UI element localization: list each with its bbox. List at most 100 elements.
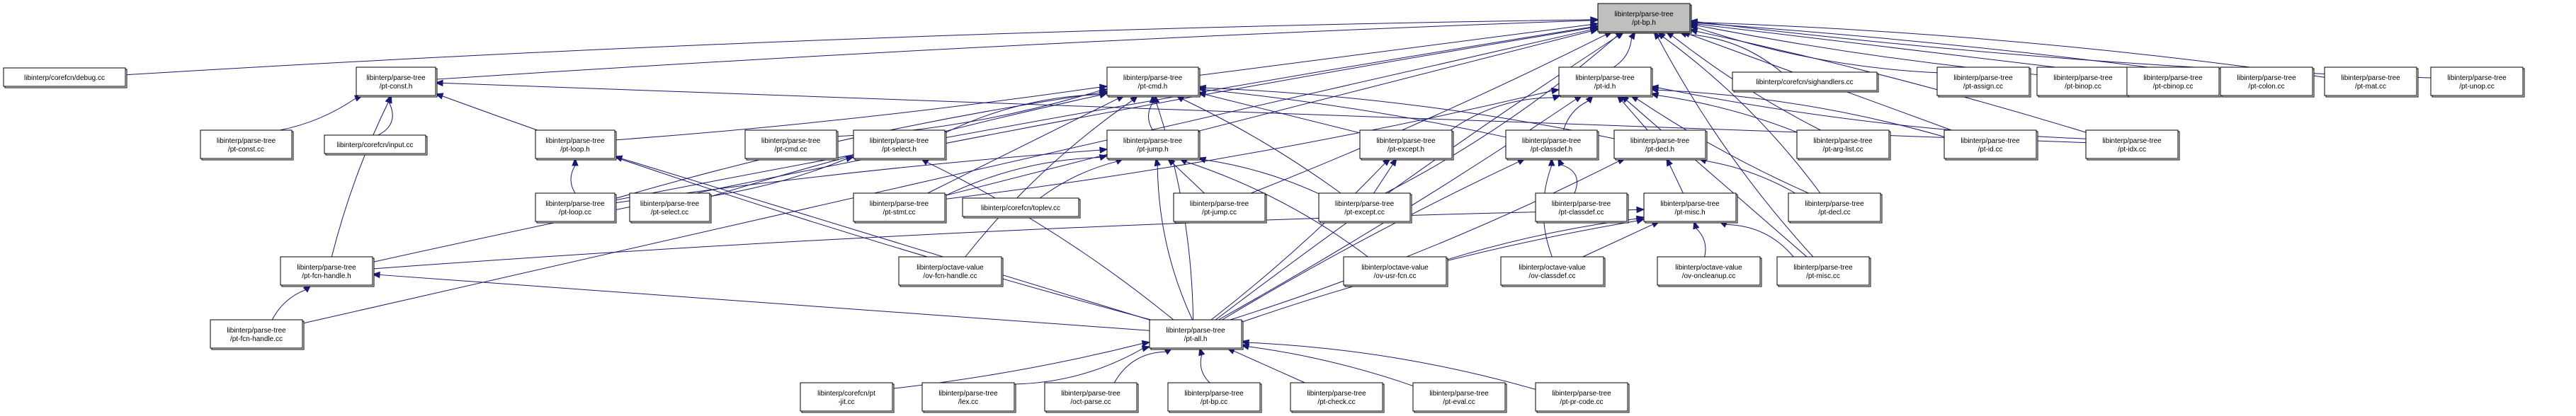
include-edge	[1718, 221, 1794, 258]
file-node-pt-cmd-cc[interactable]: libinterp/parse-tree/pt-cmd.cc	[744, 129, 839, 161]
file-node-pt-id-h[interactable]: libinterp/parse-tree/pt-id.h	[1558, 67, 1653, 98]
arrowhead-icon	[1099, 146, 1108, 154]
root-node-pt-bp-h[interactable]: libinterp/parse-tree/pt-bp.h	[1597, 3, 1692, 34]
edge-line	[1725, 224, 1794, 258]
node-label: /lex.cc	[958, 398, 978, 406]
node-label: /pt-all.h	[1184, 335, 1208, 343]
node-label: /pt-binop.cc	[2065, 83, 2101, 91]
file-node-pt-idx-cc[interactable]: libinterp/parse-tree/pt-idx.cc	[2085, 129, 2180, 161]
file-node-toplev-cc[interactable]: libinterp/corefcn/toplev.cc	[962, 197, 1081, 219]
file-node-lex-cc[interactable]: libinterp/parse-tree/lex.cc	[921, 382, 1016, 413]
file-node-pt-fcn-handle-cc[interactable]: libinterp/parse-tree/pt-fcn-handle.cc	[210, 319, 305, 350]
file-node-oct-parse-cc[interactable]: libinterp/parse-tree/oct-parse.cc	[1044, 382, 1139, 413]
file-node-pt-jump-cc[interactable]: libinterp/parse-tree/pt-jump.cc	[1173, 192, 1267, 224]
file-node-pt-cbinop-cc[interactable]: libinterp/parse-tree/pt-cbinop.cc	[2126, 67, 2221, 98]
node-box	[535, 192, 615, 222]
file-node-pt-misc-cc[interactable]: libinterp/parse-tree/pt-misc.cc	[1776, 256, 1871, 287]
node-label: libinterp/parse-tree	[217, 137, 276, 145]
node-label: /pt-bp.h	[1632, 19, 1656, 27]
node-label: /pt-colon.cc	[2248, 83, 2284, 91]
edge-line	[621, 158, 1150, 320]
file-node-pt-mat-cc[interactable]: libinterp/parse-tree/pt-mat.cc	[2324, 67, 2419, 98]
file-node-pt-all-h[interactable]: libinterp/parse-tree/pt-all.h	[1149, 319, 1244, 350]
file-node-pt-except-h[interactable]: libinterp/parse-tree/pt-except.h	[1359, 129, 1454, 161]
file-node-pt-loop-cc[interactable]: libinterp/parse-tree/pt-loop.cc	[535, 192, 617, 224]
node-label: libinterp/parse-tree	[640, 200, 700, 208]
arrowhead-icon	[1099, 91, 1108, 99]
node-box	[1535, 192, 1628, 222]
edge-line	[1696, 30, 2087, 133]
node-label: /pt-mat.cc	[2355, 83, 2386, 91]
file-node-pt-binop-cc[interactable]: libinterp/parse-tree/pt-binop.cc	[2036, 67, 2131, 98]
node-box	[1535, 382, 1628, 412]
file-node-pt-fcn-handle-h[interactable]: libinterp/parse-tree/pt-fcn-handle.h	[280, 256, 375, 287]
include-edge	[1154, 157, 1193, 320]
file-node-pt-decl-h[interactable]: libinterp/parse-tree/pt-decl.h	[1613, 129, 1708, 161]
node-label: /pt-eval.cc	[1443, 398, 1475, 406]
edge-line	[1186, 161, 1368, 258]
file-node-pt-classdef-h[interactable]: libinterp/parse-tree/pt-classdef.h	[1505, 129, 1599, 161]
include-edge	[1240, 343, 1414, 386]
file-node-pt-id-cc[interactable]: libinterp/parse-tree/pt-id.cc	[1944, 129, 2038, 161]
include-edge	[279, 95, 363, 131]
node-box	[1149, 319, 1242, 349]
arrowhead-icon	[1689, 18, 1698, 25]
node-label: /pt-loop.cc	[559, 209, 591, 216]
file-node-pt-jump-h[interactable]: libinterp/parse-tree/pt-jump.h	[1106, 129, 1201, 161]
edge-line	[1182, 98, 1341, 194]
node-label: libinterp/parse-tree	[1429, 390, 1489, 398]
file-node-pt-decl-cc[interactable]: libinterp/parse-tree/pt-decl.cc	[1788, 192, 1883, 224]
node-box	[1788, 192, 1881, 222]
edge-line	[1657, 89, 1945, 137]
file-node-ov-classdef-cc[interactable]: libinterp/octave-value/ov-classdef.cc	[1500, 256, 1606, 287]
edge-line	[1626, 100, 1808, 258]
file-node-pt-unop-cc[interactable]: libinterp/parse-tree/pt-unop.cc	[2430, 67, 2525, 98]
file-node-pt-select-cc[interactable]: libinterp/parse-tree/pt-select.cc	[629, 192, 712, 224]
edge-line	[1669, 164, 1684, 194]
file-node-pt-loop-h[interactable]: libinterp/parse-tree/pt-loop.h	[535, 129, 617, 161]
node-label: /pt-idx.cc	[2118, 146, 2146, 154]
include-edge	[1167, 158, 1205, 194]
file-node-pt-bp-cc[interactable]: libinterp/parse-tree/pt-bp.cc	[1167, 382, 1262, 413]
file-node-pt-except-cc[interactable]: libinterp/parse-tree/pt-except.cc	[1318, 192, 1412, 224]
file-node-pt-select-h[interactable]: libinterp/parse-tree/pt-select.h	[853, 129, 947, 161]
file-node-pt-eval-cc[interactable]: libinterp/parse-tree/pt-eval.cc	[1412, 382, 1507, 413]
file-node-pt-misc-h[interactable]: libinterp/parse-tree/pt-misc.h	[1643, 192, 1738, 224]
node-label: /pt-fcn-handle.h	[302, 272, 351, 280]
arrowhead-icon	[1650, 84, 1659, 91]
arrowhead-icon	[1390, 157, 1397, 167]
file-node-input-cc[interactable]: libinterp/corefcn/input.cc	[324, 134, 428, 156]
node-label: libinterp/parse-tree	[366, 74, 426, 82]
file-node-pt-const-cc[interactable]: libinterp/parse-tree/pt-const.cc	[200, 129, 294, 161]
file-node-pt-check-cc[interactable]: libinterp/parse-tree/pt-check.cc	[1290, 382, 1385, 413]
include-edge	[331, 94, 392, 258]
node-label: /pt-decl.h	[1645, 146, 1674, 154]
include-edge	[892, 340, 1151, 389]
include-edge	[1689, 18, 2432, 79]
include-edge	[1562, 94, 1594, 131]
file-node-ov-oncleanup-cc[interactable]: libinterp/octave-value/ov-oncleanup.cc	[1657, 256, 1762, 287]
edge-line	[926, 161, 1174, 320]
file-node-sighandlers-cc[interactable]: libinterp/corefcn/sighandlers.cc	[1732, 71, 1879, 93]
node-box	[210, 319, 303, 349]
file-node-pt-cmd-h[interactable]: libinterp/parse-tree/pt-cmd.h	[1106, 67, 1201, 98]
file-node-pt-assign-cc[interactable]: libinterp/parse-tree/pt-assign.cc	[1936, 67, 2031, 98]
file-node-ov-usr-fcn-cc[interactable]: libinterp/octave-value/ov-usr-fcn.cc	[1343, 256, 1448, 287]
node-label: /ov-oncleanup.cc	[1682, 272, 1736, 280]
file-node-pt-classdef-cc[interactable]: libinterp/parse-tree/pt-classdef.cc	[1535, 192, 1629, 224]
file-node-pt-colon-cc[interactable]: libinterp/parse-tree/pt-colon.cc	[2220, 67, 2315, 98]
file-node-pt-arg-list-cc[interactable]: libinterp/parse-tree/pt-arg-list.cc	[1796, 129, 1891, 161]
file-node-pt-pr-code-cc[interactable]: libinterp/parse-tree/pt-pr-code.cc	[1535, 382, 1630, 413]
node-label: /ov-classdef.cc	[1528, 272, 1575, 280]
edge-line	[279, 98, 356, 131]
file-node-ov-fcn-handle-cc[interactable]: libinterp/octave-value/ov-fcn-handle.cc	[898, 256, 1004, 287]
file-node-debug-cc[interactable]: libinterp/corefcn/debug.cc	[3, 67, 127, 88]
file-node-pt-jit-cc[interactable]: libinterp/corefcn/pt-jit.cc	[800, 382, 895, 413]
arrowhead-icon	[1198, 347, 1205, 357]
node-label: /pt-misc.cc	[1806, 272, 1840, 280]
file-node-pt-const-h[interactable]: libinterp/parse-tree/pt-const.h	[356, 67, 438, 98]
include-edge	[1557, 157, 1577, 194]
include-edge	[1197, 91, 1361, 134]
file-node-pt-stmt-cc[interactable]: libinterp/parse-tree/pt-stmt.cc	[853, 192, 947, 224]
arrowhead-icon	[434, 79, 443, 87]
